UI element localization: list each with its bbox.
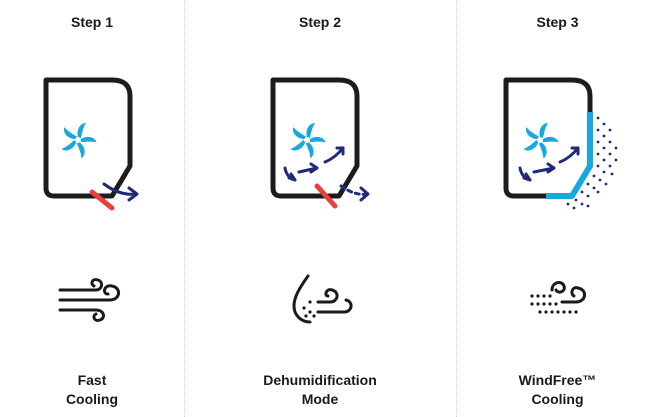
caption-line: Fast [77,372,107,388]
dehumidification-ac-illustration [270,77,370,209]
mode-caption: Fast Cooling [0,371,184,409]
step-label: Step 1 [70,14,113,30]
step-column-1: Step 1 Fast Cooling [0,0,184,417]
mode-caption: Dehumidification Mode [184,371,456,409]
caption-line: Dehumidification [263,372,377,388]
step-column-3: Step 3 [456,0,659,417]
step-column-2: Step 2 Dehumidification Mode [184,0,456,417]
water-drop-wind-icon [292,274,353,324]
column-divider [456,0,457,417]
windfree-dots-icon [529,281,586,314]
mode-caption: WindFree™ Cooling [456,371,659,409]
wind-icon [58,278,120,322]
windfree-ac-illustration [503,77,617,210]
caption-line: Cooling [65,391,119,407]
caption-line: Cooling [531,391,584,407]
caption-line: WindFree™ [518,372,597,388]
fast-cooling-ac-illustration [43,77,139,211]
step-label: Step 3 [536,14,579,30]
column-divider [184,0,185,417]
step-label: Step 2 [298,14,341,30]
caption-line: Mode [301,391,339,407]
